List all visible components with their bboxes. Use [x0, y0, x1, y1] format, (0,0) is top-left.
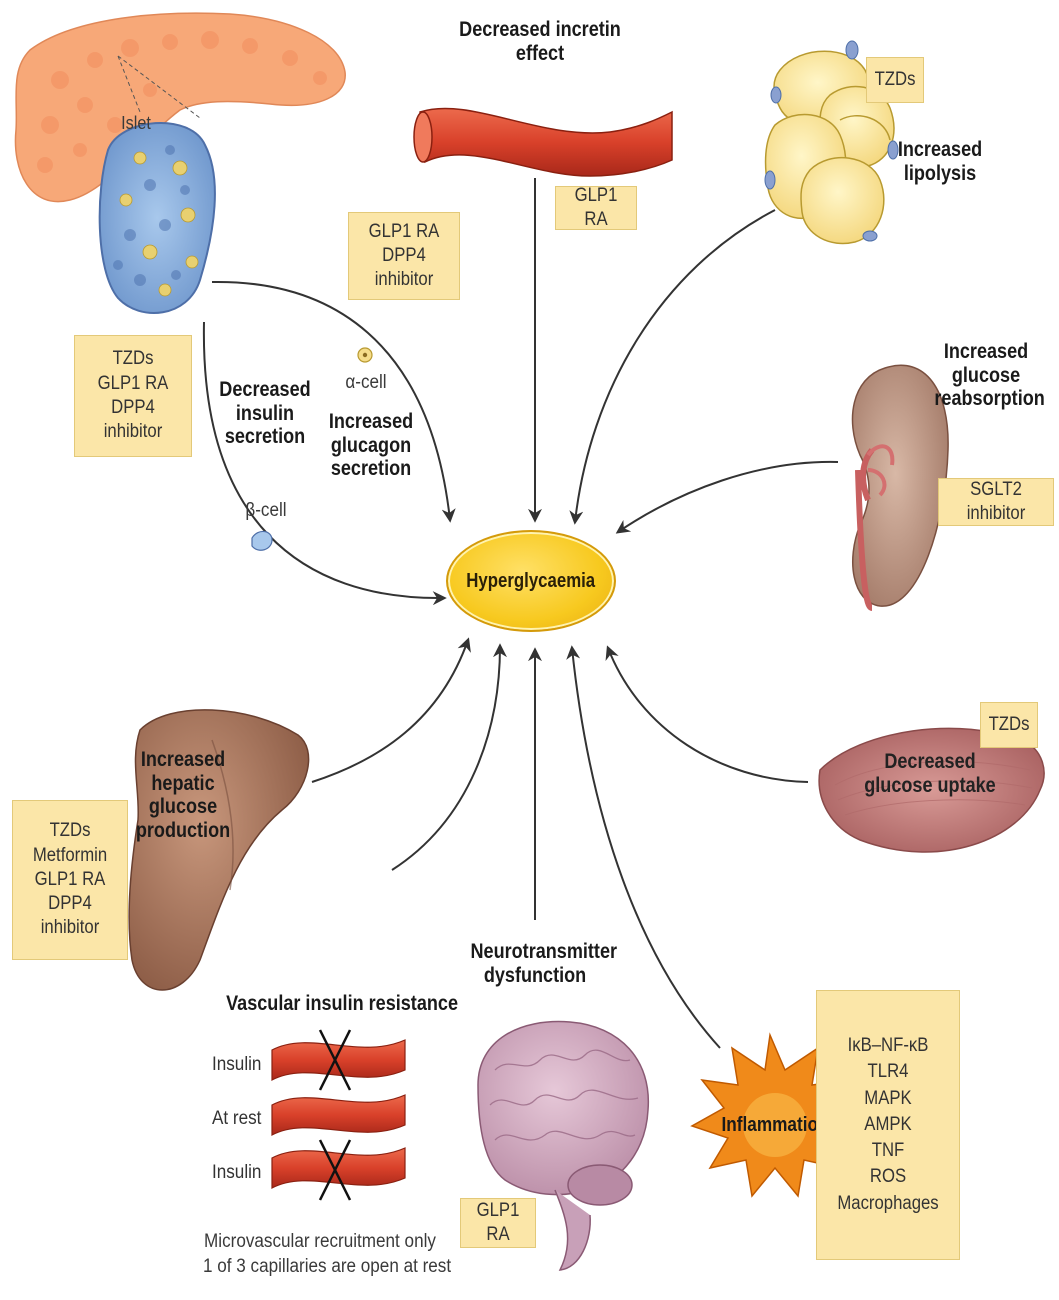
inflammation-factor-1: IκB–NF-κB: [826, 1033, 951, 1059]
inflammation-factor-6: ROS: [826, 1164, 951, 1190]
adipose-drug-box: TZDs: [866, 57, 924, 103]
liver-title: Increased hepatic glucose production: [136, 748, 231, 842]
arrow-vascular: [392, 646, 500, 870]
liver-drug-box: TZDs Metformin GLP1 RA DPP4 inhibitor: [12, 800, 128, 960]
glucagon-secretion-label: Increased glucagon secretion: [324, 410, 419, 481]
beta-cell-icon: [252, 531, 272, 550]
alpha-cell-label: α-cell: [330, 372, 402, 393]
insulin-secretion-label: Decreased insulin secretion: [218, 378, 313, 449]
liver-drug-1: TZDs: [20, 819, 120, 843]
pancreas-drug-1: TZDs: [82, 347, 184, 371]
incretin-therapy-box: GLP1 RA DPP4 inhibitor: [348, 212, 460, 300]
inflammation-factor-4: AMPK: [826, 1112, 951, 1138]
hyperglycaemia-label: Hyperglycaemia: [467, 570, 596, 593]
muscle-title: Decreased glucose uptake: [861, 750, 999, 797]
kidney-drug: SGLT2 inhibitor: [946, 478, 1046, 527]
inflammation-label: Inflammation: [721, 1114, 829, 1136]
islet-icon: [100, 123, 215, 313]
beta-cell-label: β-cell: [230, 500, 302, 521]
adipose-drug: TZDs: [870, 68, 919, 92]
arrow-inflammation: [572, 648, 720, 1048]
incretin-drug-1: GLP1 RA: [356, 220, 453, 244]
arrow-kidney: [618, 462, 838, 532]
kidney-title: Increased glucose reabsorption: [934, 340, 1037, 411]
vascular-row-1: Insulin: [212, 1054, 261, 1076]
capillaries-icon: [272, 1030, 405, 1200]
inflammation-factor-7: Macrophages: [826, 1191, 951, 1217]
liver-drug-3: GLP1 RA: [20, 868, 120, 892]
incretin-drug-box: GLP1 RA: [555, 186, 637, 230]
inflammation-factors-box: IκB–NF-κB TLR4 MAPK AMPK TNF ROS Macroph…: [816, 990, 960, 1260]
arrow-muscle: [608, 648, 808, 782]
inflammation-factor-5: TNF: [826, 1138, 951, 1164]
vascular-note: Microvascular recruitment only 1 of 3 ca…: [203, 1230, 437, 1279]
liver-drug-4: DPP4 inhibitor: [20, 892, 120, 941]
inflammation-factor-2: TLR4: [826, 1059, 951, 1085]
islet-label: Islet: [109, 113, 163, 133]
hyperglycaemia-node: Hyperglycaemia: [446, 530, 616, 632]
incretin-vessel-icon: [414, 108, 672, 176]
brain-title: Neurotransmitter dysfunction: [471, 940, 600, 987]
kidney-drug-box: SGLT2 inhibitor: [938, 478, 1054, 526]
muscle-drug-box: TZDs: [980, 702, 1038, 748]
inflammation-factor-3: MAPK: [826, 1086, 951, 1112]
vascular-row-2: At rest: [212, 1108, 261, 1130]
lipolysis-label: Increased lipolysis: [888, 138, 991, 185]
pancreas-drug-box: TZDs GLP1 RA DPP4 inhibitor: [74, 335, 192, 457]
incretin-title: Decreased incretin effect: [454, 18, 626, 65]
pancreas-drug-3: DPP4 inhibitor: [82, 396, 184, 445]
vascular-title: Vascular insulin resistance: [226, 992, 424, 1016]
incretin-drug-2: DPP4 inhibitor: [356, 244, 453, 293]
incretin-box-drug: GLP1 RA: [561, 184, 631, 233]
liver-drug-2: Metformin: [20, 844, 120, 868]
arrow-liver: [312, 640, 468, 782]
pancreas-drug-2: GLP1 RA: [82, 372, 184, 396]
brain-drug: GLP1 RA: [465, 1199, 530, 1248]
vascular-row-3: Insulin: [212, 1162, 261, 1184]
arrow-lipolysis: [575, 210, 775, 522]
muscle-drug: TZDs: [984, 713, 1033, 737]
brain-drug-box: GLP1 RA: [460, 1198, 536, 1248]
